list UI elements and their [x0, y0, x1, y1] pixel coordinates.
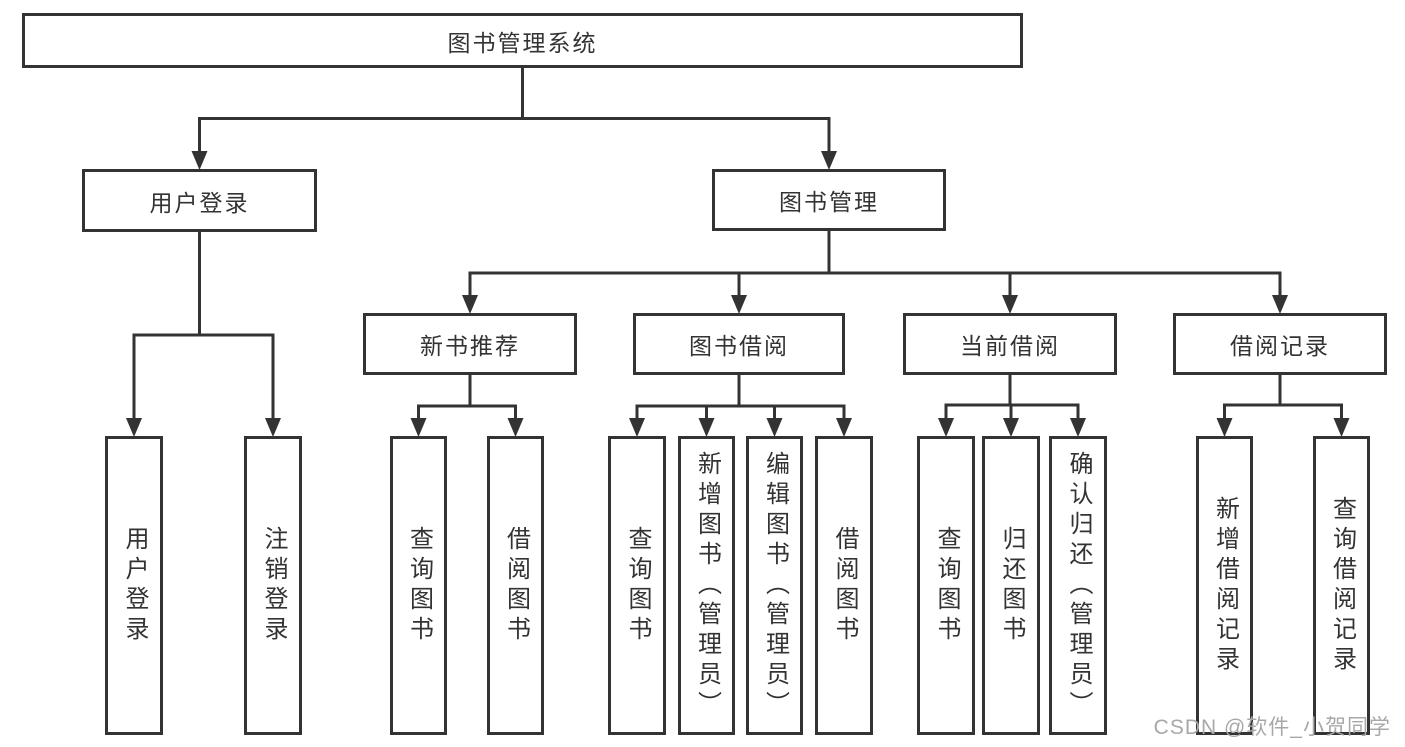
- node-add-books-admin: 新增图书（管理员）: [678, 436, 735, 735]
- node-borrowing-records: 借阅记录: [1173, 313, 1387, 375]
- node-label: 查询借阅记录: [1328, 495, 1356, 676]
- node-return-books: 归还图书: [982, 436, 1040, 735]
- node-query-borrow-record: 查询借阅记录: [1313, 436, 1370, 735]
- node-label: 图书管理系统: [447, 29, 598, 56]
- arrowhead-icon: [126, 418, 142, 437]
- node-query-books-current: 查询图书: [917, 436, 975, 735]
- node-label: 查询图书: [624, 525, 651, 646]
- node-edit-books-admin: 编辑图书（管理员）: [746, 436, 803, 735]
- arrowhead-icon: [1070, 418, 1086, 437]
- node-label: 查询图书: [405, 525, 433, 646]
- arrowhead-icon: [1272, 295, 1288, 314]
- node-label: 归还图书: [998, 525, 1025, 646]
- node-book-borrowing: 图书借阅: [633, 313, 845, 375]
- arrowhead-icon: [410, 418, 427, 437]
- node-label: 图书借阅: [689, 333, 789, 359]
- arrowhead-icon: [1002, 295, 1018, 314]
- node-add-borrow-record: 新增借阅记录: [1196, 436, 1253, 735]
- node-label: 图书管理: [779, 189, 879, 215]
- arrowhead-icon: [462, 295, 478, 314]
- node-label: 借阅图书: [502, 525, 530, 646]
- arrowhead-icon: [766, 418, 783, 437]
- node-label: 当前借阅: [960, 333, 1060, 359]
- node-label: 查询图书: [933, 525, 960, 646]
- arrowhead-icon: [507, 418, 524, 437]
- node-label: 借阅图书: [831, 525, 858, 646]
- arrowhead-icon: [836, 418, 852, 437]
- arrowhead-icon: [1216, 418, 1233, 437]
- node-logout-leaf: 注销登录: [244, 436, 302, 735]
- node-label: 用户登录: [121, 525, 148, 646]
- arrowhead-icon: [821, 151, 837, 170]
- arrowhead-icon: [191, 151, 208, 170]
- node-query-books-recommend: 查询图书: [390, 436, 447, 735]
- arrowhead-icon: [1333, 418, 1350, 437]
- node-borrow-books-recommend: 借阅图书: [487, 436, 544, 735]
- node-label: 新增图书（管理员）: [693, 450, 721, 721]
- arrowhead-icon: [629, 418, 645, 437]
- node-new-book-recommend: 新书推荐: [363, 313, 577, 375]
- node-label: 新增借阅记录: [1211, 495, 1239, 676]
- node-label: 编辑图书（管理员）: [761, 450, 789, 721]
- node-label: 确认归还（管理员）: [1065, 450, 1092, 721]
- arrowhead-icon: [938, 418, 954, 437]
- node-book-management: 图书管理: [712, 169, 946, 231]
- node-label: 新书推荐: [420, 333, 520, 359]
- node-label: 注销登录: [260, 525, 287, 646]
- node-label: 用户登录: [149, 189, 250, 216]
- node-query-books-borrowing: 查询图书: [608, 436, 666, 735]
- node-book-management-system: 图书管理系统: [22, 13, 1023, 68]
- node-borrow-books-borrowing: 借阅图书: [815, 436, 873, 735]
- arrowhead-icon: [698, 418, 715, 437]
- node-label: 借阅记录: [1230, 333, 1330, 359]
- arrowhead-icon: [1003, 418, 1019, 437]
- node-user-login: 用户登录: [82, 169, 317, 232]
- node-user-login-leaf: 用户登录: [105, 436, 163, 735]
- arrowhead-icon: [731, 295, 747, 314]
- node-current-borrowing: 当前借阅: [903, 313, 1117, 375]
- node-confirm-return-admin: 确认归还（管理员）: [1049, 436, 1107, 735]
- arrowhead-icon: [265, 418, 281, 437]
